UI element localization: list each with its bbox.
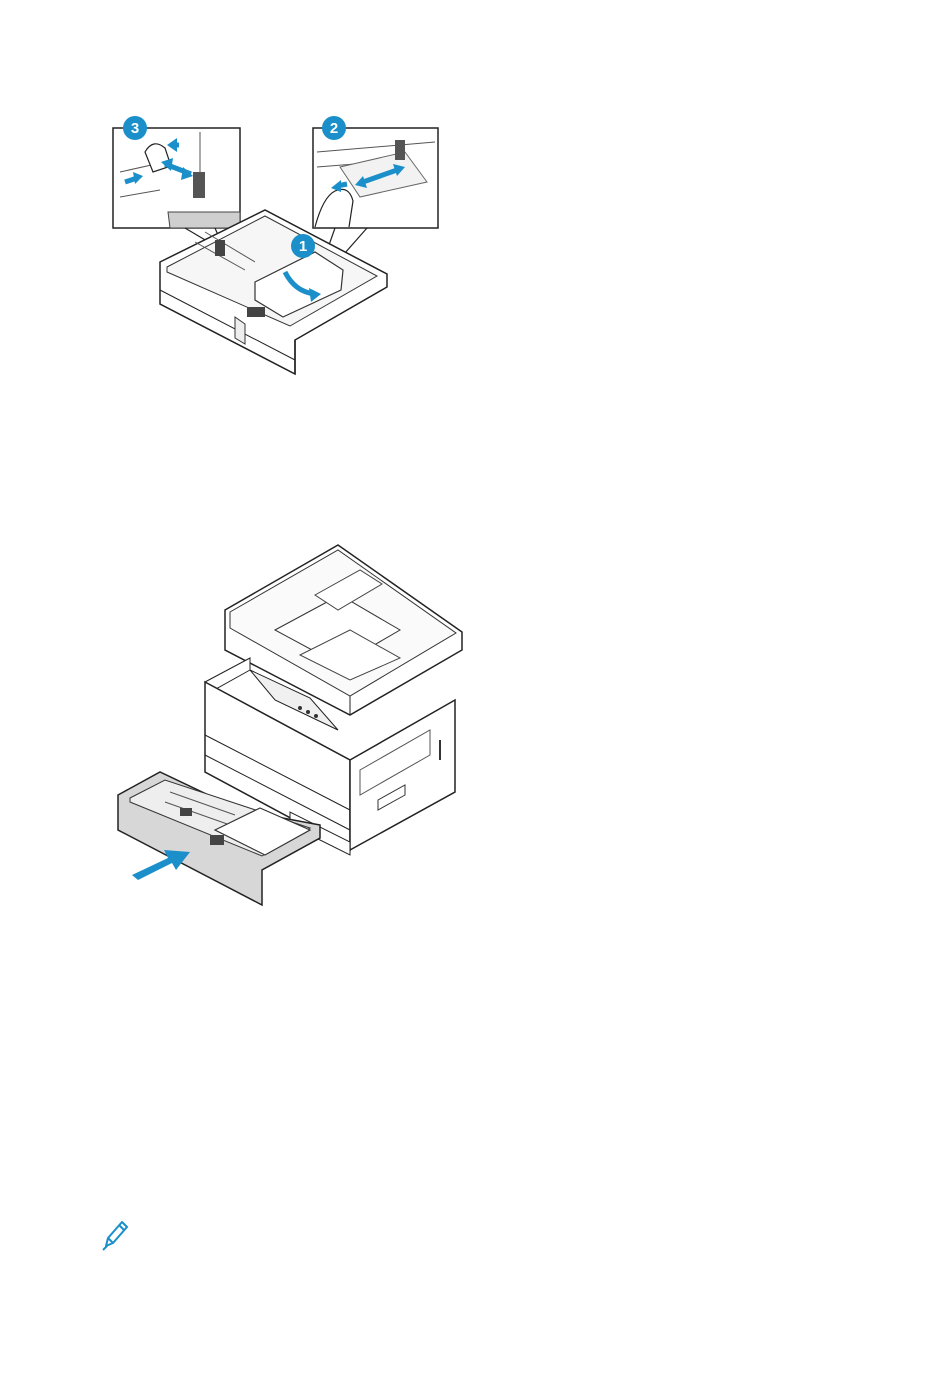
badge-1: 1 xyxy=(291,234,315,258)
pencil-icon xyxy=(100,1218,130,1252)
badge-1-label: 1 xyxy=(299,238,307,255)
insert-arrow xyxy=(132,850,190,880)
paper-tray xyxy=(160,210,387,374)
badge-2: 2 xyxy=(322,116,346,140)
printer-tray-insert-illustration xyxy=(110,540,470,910)
badge-2-label: 2 xyxy=(330,120,338,137)
callout-3-panel xyxy=(113,128,240,228)
callout-2-panel xyxy=(313,128,438,228)
document-feeder xyxy=(225,545,462,715)
tray-loading-illustration: 1 2 3 xyxy=(105,112,450,377)
tray-loading-svg: 1 2 3 xyxy=(105,112,450,377)
badge-3: 3 xyxy=(123,116,147,140)
printer-svg xyxy=(110,540,470,910)
badge-3-label: 3 xyxy=(131,120,139,137)
